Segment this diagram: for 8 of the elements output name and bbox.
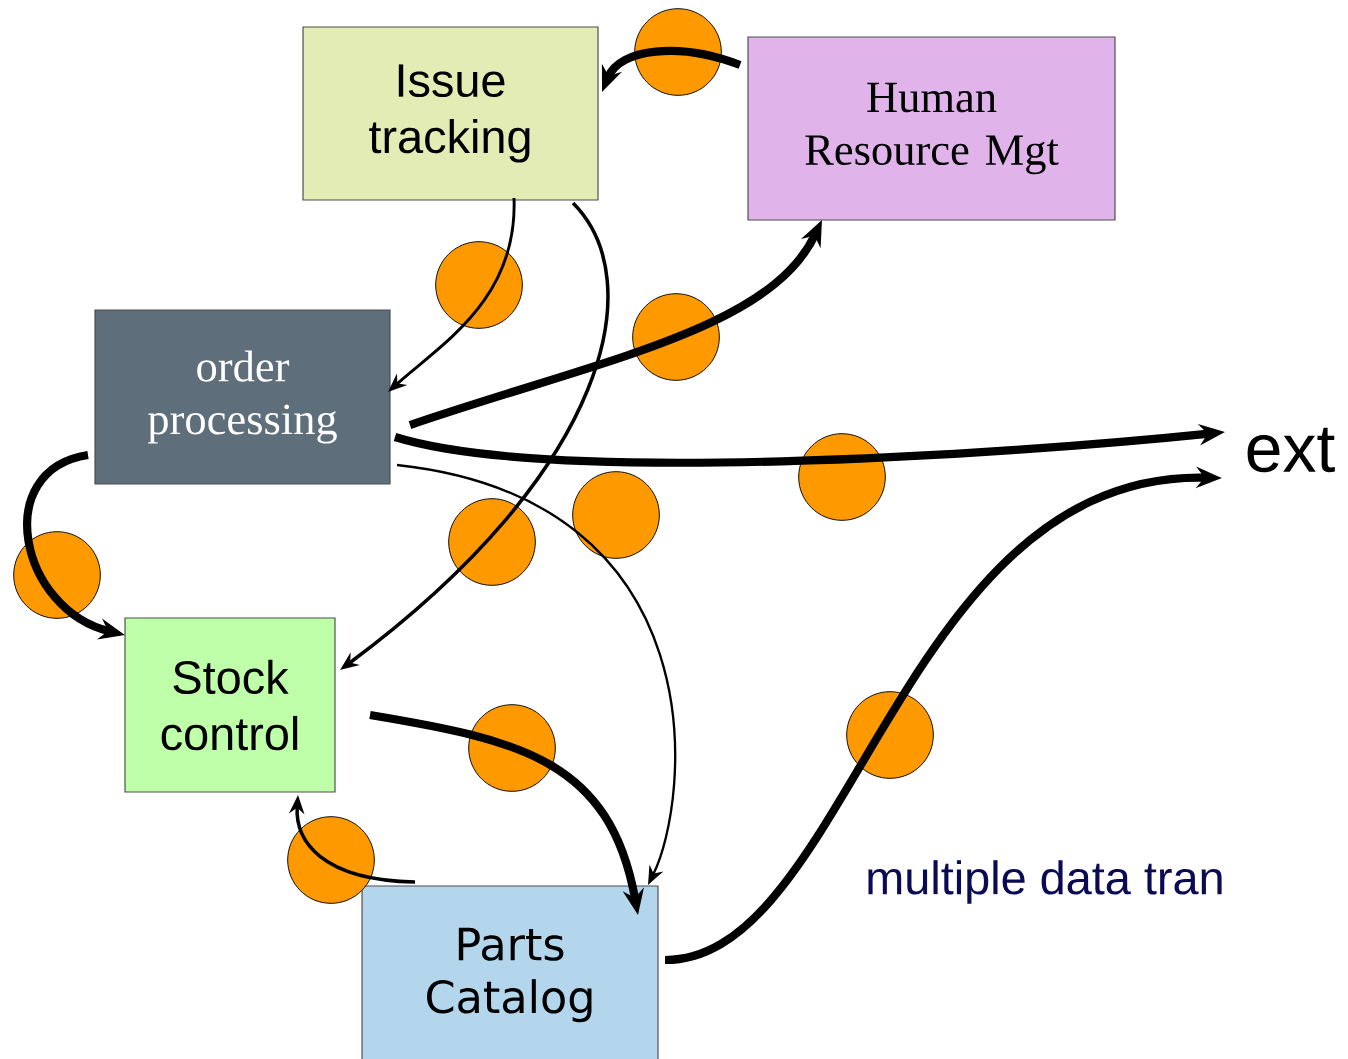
arrow [601, 8, 742, 96]
process-box: Human Resource Mgt [747, 36, 1116, 221]
process-box: Issue tracking [302, 26, 599, 201]
note-text: multiple data tran [868, 860, 1222, 904]
external-label: ext [1247, 427, 1335, 473]
process-box: order processing [94, 309, 391, 485]
process-box: Parts Catalog [361, 885, 659, 1059]
process-box: Stock control [124, 617, 336, 793]
